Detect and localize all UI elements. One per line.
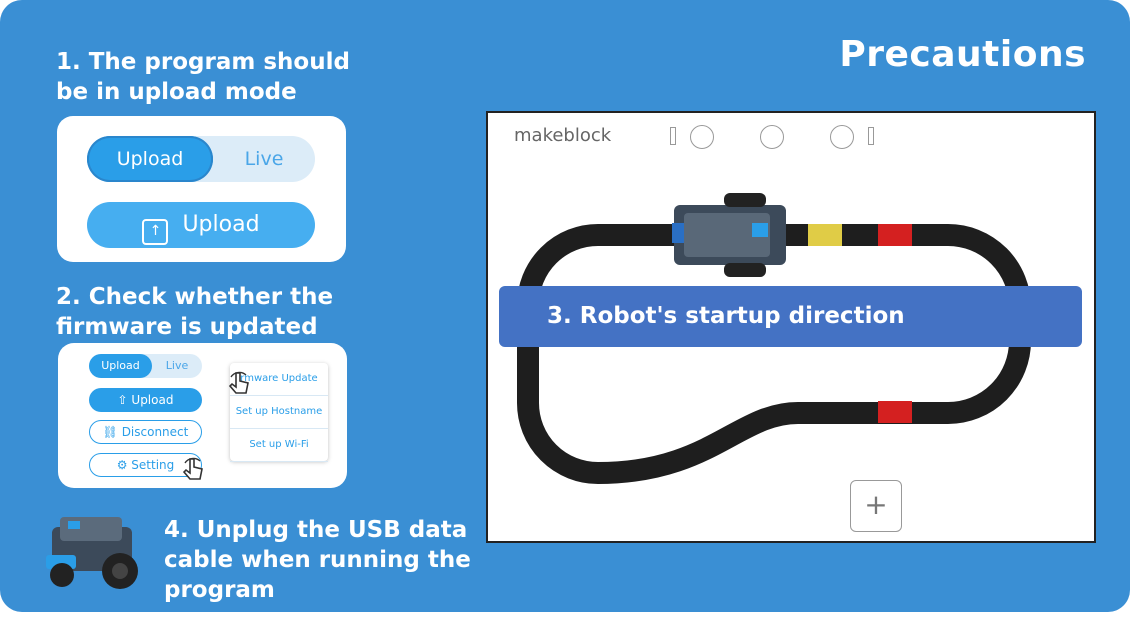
upload-tab[interactable]: Upload bbox=[87, 136, 213, 182]
menu-item-hostname[interactable]: Set up Hostname bbox=[230, 396, 328, 429]
step-2-text: 2. Check whether the firmware is updated bbox=[56, 284, 334, 340]
robot-image bbox=[46, 517, 138, 589]
menu-item-wifi[interactable]: Set up Wi-Fi bbox=[230, 429, 328, 462]
stage-control-circle[interactable] bbox=[760, 125, 784, 149]
link-icon: ⛓ bbox=[102, 425, 122, 439]
step-3-banner: 3. Robot's startup direction bbox=[499, 286, 1082, 347]
setting-label: Setting bbox=[131, 458, 175, 472]
pointer-icon bbox=[228, 371, 249, 394]
mini-upload-tab[interactable]: Upload bbox=[89, 354, 152, 378]
menu-item-firmware-update[interactable]: rmware Update bbox=[230, 363, 328, 396]
pointer-icon bbox=[182, 457, 203, 480]
setting-button[interactable]: ⚙ Setting bbox=[89, 453, 202, 477]
step-1-text: 1. The program should be in upload mode bbox=[56, 49, 350, 105]
red-marker bbox=[878, 401, 912, 423]
yellow-marker bbox=[808, 224, 842, 246]
disconnect-label: Disconnect bbox=[121, 425, 189, 439]
red-marker bbox=[878, 224, 912, 246]
page-title: Precautions bbox=[839, 34, 1086, 75]
mini-upload-label: Upload bbox=[131, 393, 174, 407]
add-button[interactable]: + bbox=[850, 480, 902, 532]
mini-mode-toggle: Upload Live bbox=[89, 354, 202, 378]
upload-icon: ↑ bbox=[142, 219, 169, 245]
stage-control-bar[interactable] bbox=[670, 127, 676, 145]
live-tab[interactable]: Live bbox=[244, 148, 284, 170]
robot-sprite bbox=[672, 193, 786, 277]
upload-button[interactable]: ↑ Upload bbox=[87, 202, 315, 248]
firmware-card: Upload Live ⇧ Upload ⛓ Disconnect ⚙ Sett… bbox=[58, 343, 347, 488]
upload-button-label: Upload bbox=[182, 212, 260, 237]
disconnect-button[interactable]: ⛓ Disconnect bbox=[89, 420, 202, 444]
upload-mode-card: Upload Live ↑ Upload bbox=[57, 116, 346, 262]
mini-live-tab[interactable]: Live bbox=[165, 359, 189, 372]
gear-icon: ⚙ bbox=[116, 458, 132, 472]
mode-toggle: Upload Live bbox=[87, 136, 315, 182]
step-4-text: 4. Unplug the USB data cable when runnin… bbox=[164, 517, 471, 603]
brand-logo: makeblock bbox=[514, 125, 612, 146]
stage-control-circle[interactable] bbox=[830, 125, 854, 149]
upload-icon: ⇧ bbox=[117, 393, 132, 407]
line-track bbox=[517, 224, 1031, 485]
stage-control-bar[interactable] bbox=[868, 127, 874, 145]
setting-menu: rmware Update Set up Hostname Set up Wi-… bbox=[230, 363, 328, 462]
stage-control-circle[interactable] bbox=[690, 125, 714, 149]
mini-upload-button[interactable]: ⇧ Upload bbox=[89, 388, 202, 412]
